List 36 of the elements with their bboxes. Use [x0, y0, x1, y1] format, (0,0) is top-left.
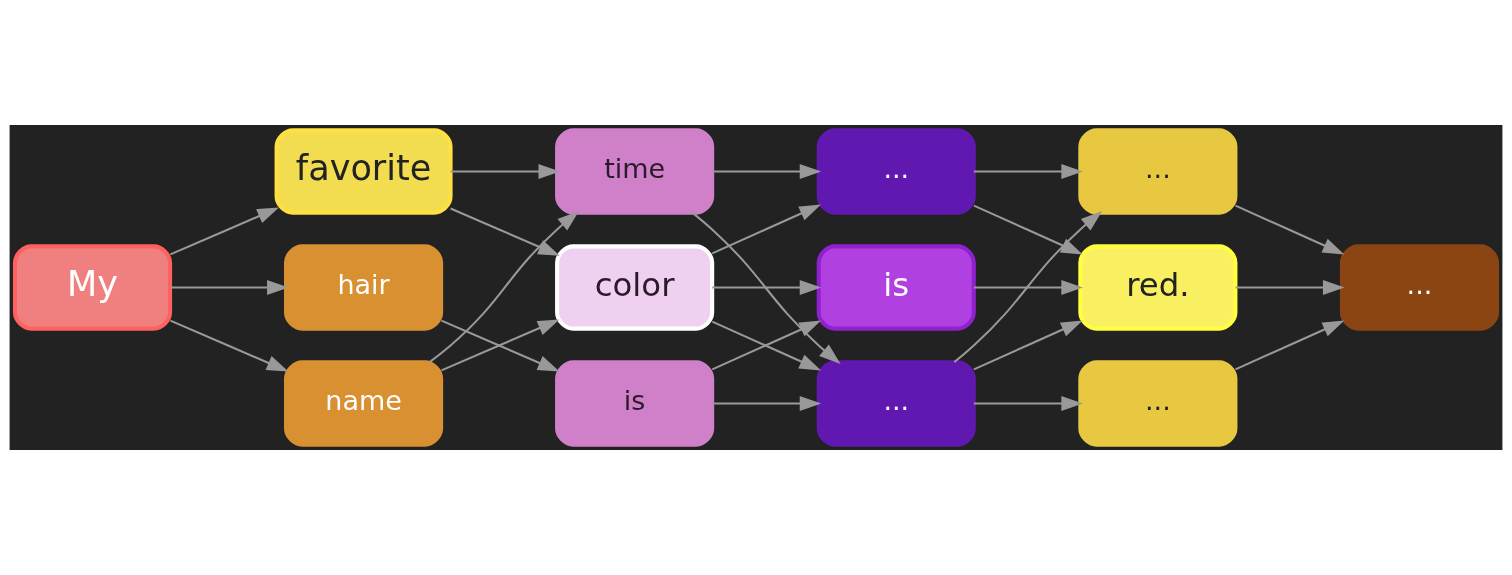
node-box: is	[555, 360, 715, 447]
arrow	[450, 207, 560, 256]
arrow	[428, 210, 579, 364]
node-box: ...	[816, 128, 976, 215]
node-box: name	[284, 360, 444, 447]
node-box: hair	[284, 244, 444, 331]
arrow	[1235, 320, 1345, 371]
node-box: ...	[1078, 360, 1238, 447]
arrow	[712, 395, 822, 412]
arrow	[1235, 204, 1345, 255]
arrow	[973, 395, 1083, 412]
arrow	[712, 163, 822, 180]
node-box: color	[555, 244, 715, 331]
arrow	[692, 212, 841, 365]
node-box: ...	[1339, 244, 1500, 331]
arrow	[953, 210, 1103, 363]
node-box: ...	[816, 360, 976, 447]
arrow	[973, 163, 1083, 180]
node-box: My	[12, 244, 173, 331]
arrow	[973, 279, 1083, 296]
arrow	[450, 163, 561, 180]
arrow	[170, 319, 289, 372]
arrow	[712, 279, 822, 296]
arrow	[711, 204, 822, 255]
node-box: is	[816, 244, 976, 331]
arrow	[441, 319, 560, 372]
arrow	[1235, 279, 1345, 296]
arrow	[973, 204, 1083, 255]
node-box: ...	[1078, 128, 1238, 215]
arrow	[711, 320, 822, 371]
arrow	[973, 320, 1083, 371]
node-box: time	[555, 128, 715, 215]
arrow	[170, 207, 279, 256]
arrow	[170, 279, 289, 296]
node-box: favorite	[274, 128, 453, 215]
node-box: red.	[1078, 244, 1238, 331]
